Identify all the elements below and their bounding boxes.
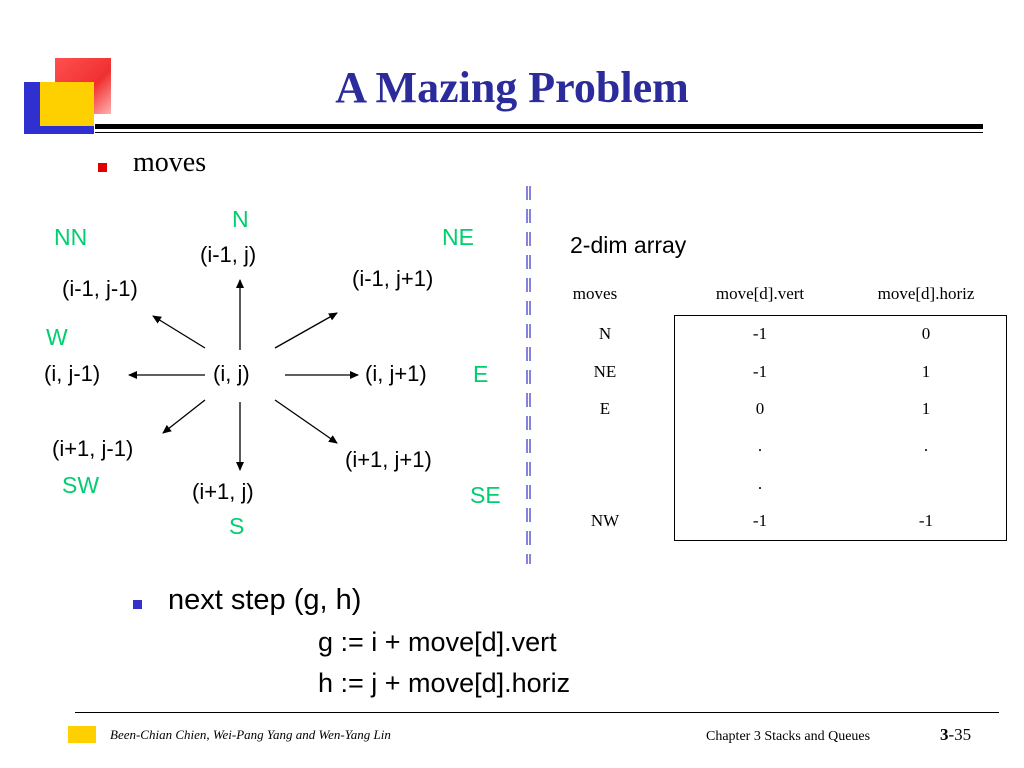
bullet-next-step: next step (g, h) [168,584,362,616]
bullet-red-square [98,163,107,172]
coord-n: (i-1, j) [200,242,257,267]
formula-g: g := i + move[d].vert [318,627,557,657]
header-moves: moves [572,284,618,303]
array-box [674,315,1007,541]
label-e: E [473,361,489,387]
header-vert: move[d].vert [715,284,805,303]
arrow-southeast [274,399,338,444]
header-horiz: move[d].horiz [877,284,975,303]
vertical-divider [526,186,531,564]
title-rule-thin [95,132,983,133]
coord-nn: (i-1, j-1) [62,276,138,301]
coord-sw: (i+1, j-1) [52,436,134,461]
bullet-moves: moves [133,147,207,178]
arrow-northwest [152,315,206,349]
logo-yellow-square [40,82,94,126]
page-slide-number: -35 [948,725,972,744]
label-ne: NE [442,224,474,250]
arrow-northeast [274,312,338,349]
footer-chapter: Chapter 3 Stacks and Queues [706,729,871,744]
footer-page-number: 3-35 [940,725,971,745]
coord-center: (i, j) [213,361,250,386]
coord-w: (i, j-1) [44,361,101,386]
label-nn: NN [54,224,88,250]
slide-title: A Mazing Problem [335,63,689,112]
coord-e: (i, j+1) [365,361,427,386]
footer-rule [75,712,999,713]
coord-s: (i+1, j) [192,479,254,504]
formula-h: h := j + move[d].horiz [318,668,571,698]
coord-ne: (i-1, j+1) [352,266,434,291]
coord-se: (i+1, j+1) [345,447,432,472]
array-title: 2-dim array [570,232,687,258]
label-w: W [46,324,68,350]
label-n: N [232,206,249,232]
footer-logo [68,726,96,743]
page-chapter-number: 3 [940,725,949,744]
label-s: S [229,513,245,539]
label-sw: SW [62,472,100,498]
footer-authors: Been-Chian Chien, Wei-Pang Yang and Wen-… [110,727,391,742]
arrow-southwest [162,399,206,434]
label-se: SE [470,482,501,508]
bullet-blue-square [133,600,142,609]
title-rule-thick [95,124,983,129]
